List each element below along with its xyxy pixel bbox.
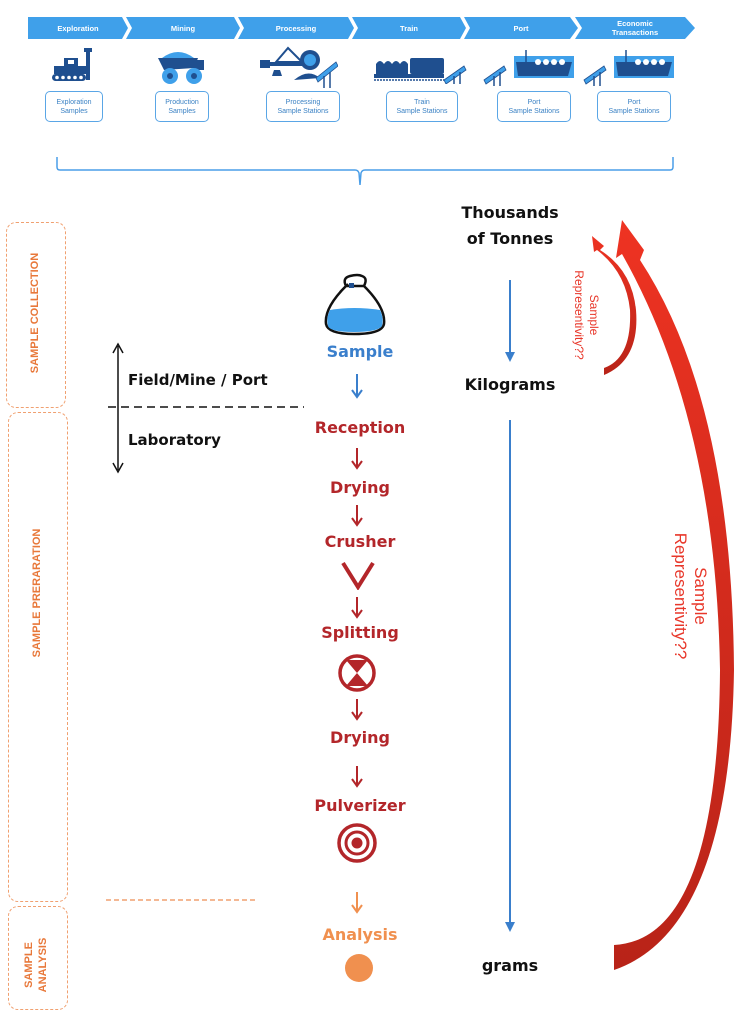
grouping-brace [56,157,674,186]
chevron-port: Port [464,17,578,39]
phase-box-preparation [8,412,68,902]
ship-loader-icon [583,50,674,86]
grams-label: grams [481,956,539,975]
up-arrowhead-icon [112,342,124,354]
phase-box-collection [6,222,66,408]
arrow-down-icon [351,374,363,399]
train-icon [374,58,467,84]
stage-box-mining: Production Samples [155,91,209,122]
phase-label-collection: SAMPLE COLLECTION [29,252,41,374]
laboratory-label: Laboratory [128,431,221,449]
drill-rig-icon [52,48,92,81]
phase-box-analysis [8,906,68,1010]
splitter-icon [338,654,376,692]
scale-arrow-down-icon [505,280,515,362]
small-representativity-arrow [592,236,637,375]
arrow-down-icon [351,597,363,619]
down-arrowhead-icon [112,462,124,474]
step-reception: Reception [314,418,406,437]
scale-arrow-down-icon [505,420,515,932]
field-lab-divider [108,342,304,474]
step-pulverizer: Pulverizer [314,796,406,815]
large-representativity-arrow [614,220,734,970]
arrow-down-icon [351,892,363,914]
representativity-arcs [592,220,734,970]
chevron-train: Train [352,17,466,39]
haul-truck-icon [158,52,204,84]
field-mine-port-label: Field/Mine / Port [128,371,268,389]
stage-box-economic: Port Sample Stations [597,91,671,122]
processing-plant-icon [260,46,338,88]
sample-label: Sample [326,342,394,361]
arrow-down-icon [351,505,363,527]
large-representativity-label: Sample Representivity?? [671,532,710,660]
analysis-dot-icon [345,954,373,982]
phase-label-preparation: SAMPLE PRERARATION [31,528,43,658]
stage-box-exploration: Exploration Samples [45,91,103,122]
crusher-icon [341,561,375,590]
arrow-down-icon [351,448,363,470]
arrow-down-icon [351,699,363,721]
stage-box-train: Train Sample Stations [386,91,458,122]
pulverizer-icon [337,823,377,863]
analysis-label: Analysis [322,925,398,944]
arrow-down-icon [351,766,363,788]
stage-box-port: Port Sample Stations [497,91,571,122]
kilograms-label: Kilograms [464,375,556,394]
analysis-boundary-dashed-line [106,899,256,901]
sample-bag-icon [324,273,386,336]
chevron-exploration: Exploration [28,17,128,39]
thousands-tonnes-label: Thousands of Tonnes [461,203,559,248]
step-crusher: Crusher [324,532,396,551]
chevron-mining: Mining [126,17,240,39]
phase-label-analysis: SAMPLE ANALYSIS [23,937,49,993]
chevron-processing: Processing [238,17,354,39]
chevron-economic-transactions: Economic Transactions [575,17,695,39]
step-drying-2: Drying [330,728,390,747]
ship-loader-icon [483,50,574,86]
stage-box-processing: Processing Sample Stations [266,91,340,122]
small-representativity-label: Sample Representivity?? [572,270,601,360]
step-splitting: Splitting [321,623,399,642]
step-drying-1: Drying [330,478,390,497]
